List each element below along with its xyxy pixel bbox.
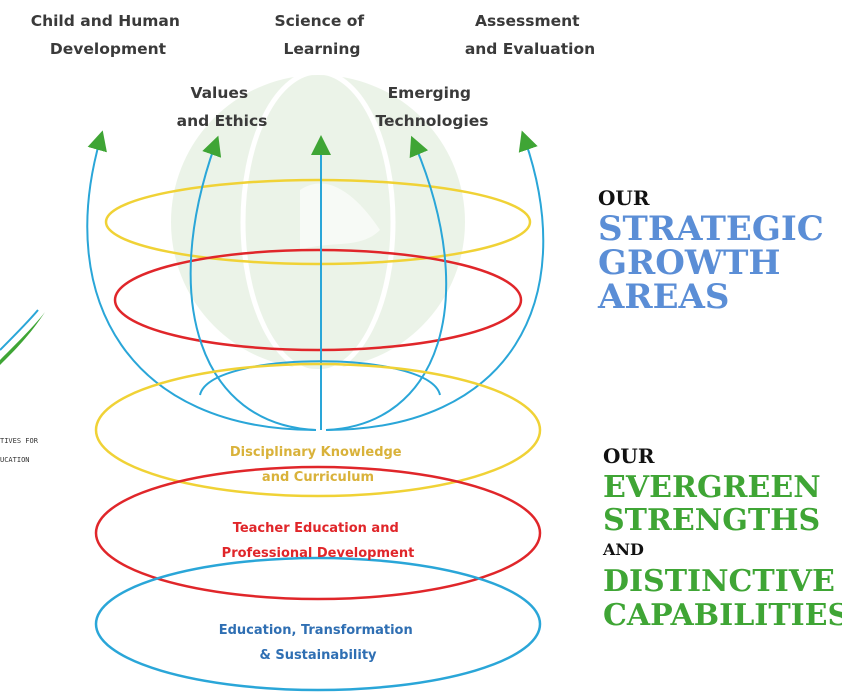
arrow-assessment-evaluation bbox=[325, 130, 545, 431]
label-values-ethics-line1: Values bbox=[190, 84, 248, 102]
label-assessment-line2: and Evaluation bbox=[465, 40, 595, 58]
growth-ring-red bbox=[113, 248, 523, 352]
label-science-learning-line2: Learning bbox=[284, 40, 361, 58]
label-child-development-line1: Child and Human bbox=[31, 12, 180, 30]
evergreen-line2: STRENGTHS bbox=[603, 503, 820, 538]
svg-text:TIVES FOR UCATION: TIVES FOR UCATION bbox=[0, 437, 42, 464]
inner-blue-ring bbox=[199, 360, 441, 396]
band-disciplinary-line2: and Curriculum bbox=[262, 470, 374, 485]
foundation-ring-blue bbox=[94, 556, 542, 692]
band-disciplinary-line1: Disciplinary Knowledge bbox=[230, 445, 402, 460]
strategic-line1: STRATEGIC bbox=[598, 209, 824, 249]
organization-logo: TIVES FOR UCATION bbox=[0, 309, 45, 464]
evergreen-prefix: OUR bbox=[603, 444, 655, 468]
evergreen-joiner: AND bbox=[602, 540, 644, 559]
logo-swoosh-icon bbox=[0, 312, 45, 365]
evergreen-line4: CAPABILITIES bbox=[603, 598, 842, 633]
label-emerging-tech-line1: Emerging bbox=[388, 84, 471, 102]
label-values-ethics-line2: and Ethics bbox=[177, 112, 268, 130]
strategic-line2: GROWTH bbox=[598, 243, 781, 283]
label-science-learning-line1: Science of bbox=[274, 12, 364, 30]
strategic-heading: OUR STRATEGIC GROWTH AREAS bbox=[597, 186, 824, 317]
svg-text:Disciplinary Knowledge and: Disciplinary Knowledge and Curriculum bbox=[230, 445, 406, 485]
arrow-emerging-technologies bbox=[325, 135, 448, 431]
evergreen-line3: DISTINCTIVE bbox=[603, 564, 835, 599]
label-child-development-line2: Development bbox=[50, 40, 167, 58]
band-transformation-line2: & Sustainability bbox=[259, 648, 377, 663]
svg-text:Values and Ethics: Values and Ethics bbox=[177, 84, 268, 130]
band-teacher-ed-line2: Professional Development bbox=[222, 546, 415, 561]
svg-text:Teacher Education and Prof: Teacher Education and Professional Devel… bbox=[222, 521, 415, 561]
strategic-line3: AREAS bbox=[597, 277, 729, 317]
evergreen-line1: EVERGREEN bbox=[603, 470, 821, 505]
evergreen-heading: OUR EVERGREEN STRENGTHS AND DISTINCTIVE … bbox=[602, 444, 842, 633]
band-teacher-ed-line1: Teacher Education and bbox=[233, 521, 399, 536]
foundation-ring-red bbox=[94, 465, 542, 601]
svg-text:Science of Learning: Science of Learning bbox=[274, 12, 369, 58]
growth-ring-yellow bbox=[104, 178, 532, 266]
svg-text:Emerging Technologies: Emerging Technologies bbox=[375, 84, 488, 130]
arrow-child-development bbox=[86, 130, 317, 431]
strategic-prefix: OUR bbox=[598, 186, 650, 210]
foundation-ring-yellow bbox=[94, 362, 542, 498]
logo-text-line2: UCATION bbox=[0, 456, 30, 464]
label-assessment-line1: Assessment bbox=[475, 12, 580, 30]
label-emerging-tech-line2: Technologies bbox=[375, 112, 488, 130]
arrow-values-ethics bbox=[189, 135, 317, 431]
band-transformation-line1: Education, Transformation bbox=[219, 623, 413, 638]
svg-text:Child and Human Developmen: Child and Human Development bbox=[31, 12, 186, 58]
svg-text:Education, Transformation: Education, Transformation & Sustainabili… bbox=[219, 623, 418, 663]
svg-text:Assessment and Evaluation: Assessment and Evaluation bbox=[465, 12, 595, 58]
logo-text-line1: TIVES FOR bbox=[0, 437, 39, 445]
